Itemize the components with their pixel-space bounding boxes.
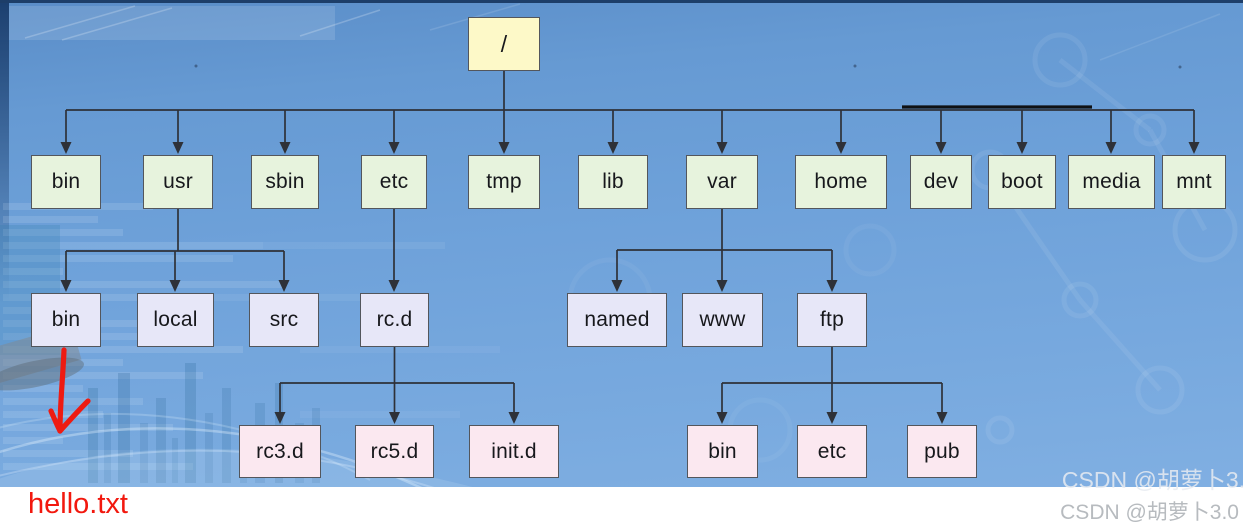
node-bin: bin	[31, 155, 101, 209]
bottom-white-strip	[0, 487, 1243, 529]
node-tmp: tmp	[468, 155, 540, 209]
hello-txt-label: hello.txt	[28, 488, 128, 520]
background-light-band	[0, 6, 335, 40]
node-sbin: sbin	[251, 155, 319, 209]
node-ftp-bin: bin	[687, 425, 758, 478]
node-usr-bin: bin	[31, 293, 101, 347]
node-usr-src: src	[249, 293, 319, 347]
node-etc: etc	[361, 155, 427, 209]
node-rcd-initd: init.d	[469, 425, 559, 478]
node-dev: dev	[910, 155, 972, 209]
node-root: /	[468, 17, 540, 71]
node-mnt: mnt	[1162, 155, 1226, 209]
node-home: home	[795, 155, 887, 209]
left-border-line	[0, 3, 9, 303]
top-border-line	[0, 0, 1243, 3]
watermark-line2: CSDN @胡萝卜3.0	[1060, 501, 1239, 524]
node-var: var	[686, 155, 758, 209]
node-etc-rcd: rc.d	[360, 293, 429, 347]
node-ftp-etc: etc	[797, 425, 867, 478]
node-usr-local: local	[137, 293, 214, 347]
node-media: media	[1068, 155, 1155, 209]
node-var-ftp: ftp	[797, 293, 867, 347]
node-rcd-rc3d: rc3.d	[239, 425, 321, 478]
node-boot: boot	[988, 155, 1056, 209]
node-usr: usr	[143, 155, 213, 209]
watermark-line1: CSDN @胡萝卜3.	[1061, 467, 1243, 493]
node-ftp-pub: pub	[907, 425, 977, 478]
node-lib: lib	[578, 155, 648, 209]
node-var-named: named	[567, 293, 667, 347]
node-var-www: www	[682, 293, 763, 347]
node-rcd-rc5d: rc5.d	[355, 425, 434, 478]
